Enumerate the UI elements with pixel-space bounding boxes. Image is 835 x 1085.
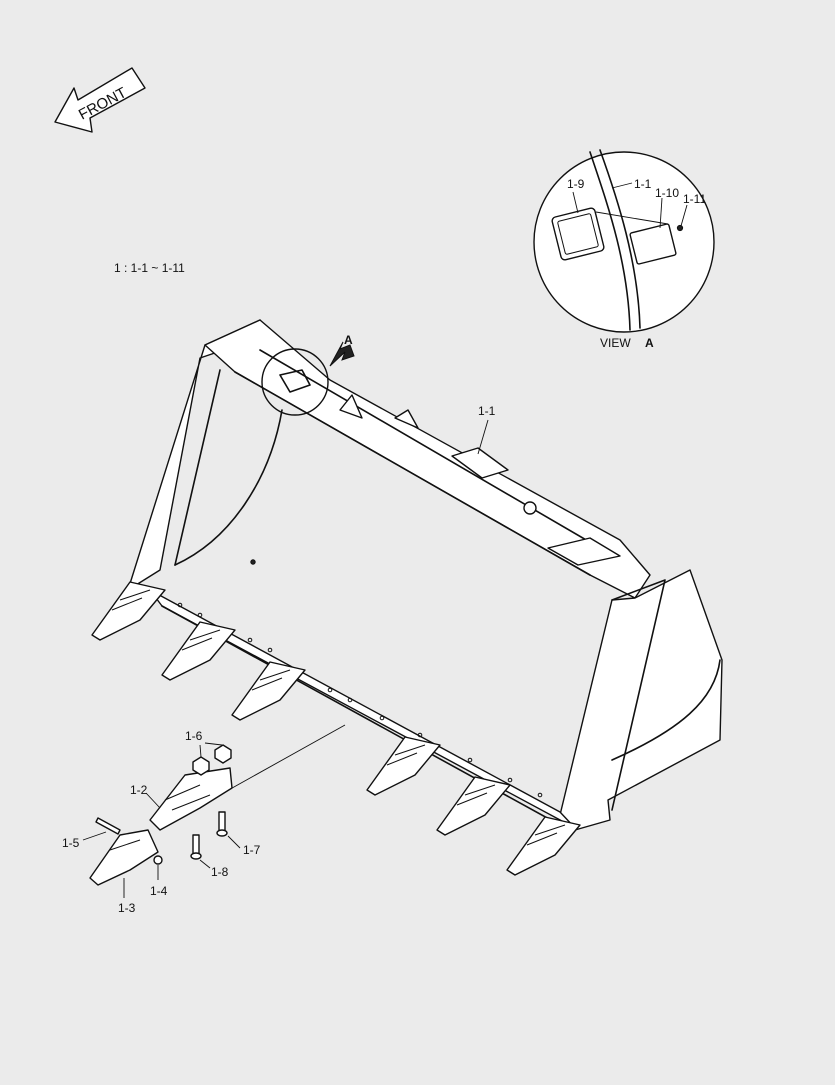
- view-label: VIEW: [600, 336, 631, 350]
- tooth-5: [436, 776, 511, 836]
- callout-1-9: 1-9: [567, 177, 585, 191]
- callout-1-7: 1-7: [243, 843, 261, 857]
- tooth-2: [161, 621, 236, 681]
- callout-1-1-main: 1-1: [478, 404, 496, 418]
- callout-1-11: 1-11: [683, 192, 706, 206]
- callout-1-8: 1-8: [211, 865, 229, 879]
- detail-view-a: [533, 149, 715, 333]
- callout-1-1-detail: 1-1: [634, 177, 652, 191]
- front-arrow-icon: FRONT: [54, 67, 146, 133]
- view-a-marker: [261, 341, 355, 416]
- exploded-tooth-assembly: [82, 724, 346, 898]
- lip-holes: [177, 602, 543, 798]
- callout-1-2: 1-2: [130, 783, 148, 797]
- bucket-teeth: [91, 581, 581, 876]
- tooth-1: [91, 581, 166, 641]
- range-note: 1 : 1-1 ~ 1-11: [114, 261, 185, 275]
- callout-1-6: 1-6: [185, 729, 203, 743]
- callout-1-10: 1-10: [655, 186, 679, 200]
- tooth-3: [231, 661, 306, 721]
- arrow-a-letter: A: [344, 333, 353, 347]
- callout-1-5: 1-5: [62, 836, 80, 850]
- tooth-4: [366, 736, 441, 796]
- view-letter: A: [645, 336, 654, 350]
- callout-1-4: 1-4: [150, 884, 168, 898]
- tooth-6: [506, 816, 581, 876]
- callout-1-3: 1-3: [118, 901, 136, 915]
